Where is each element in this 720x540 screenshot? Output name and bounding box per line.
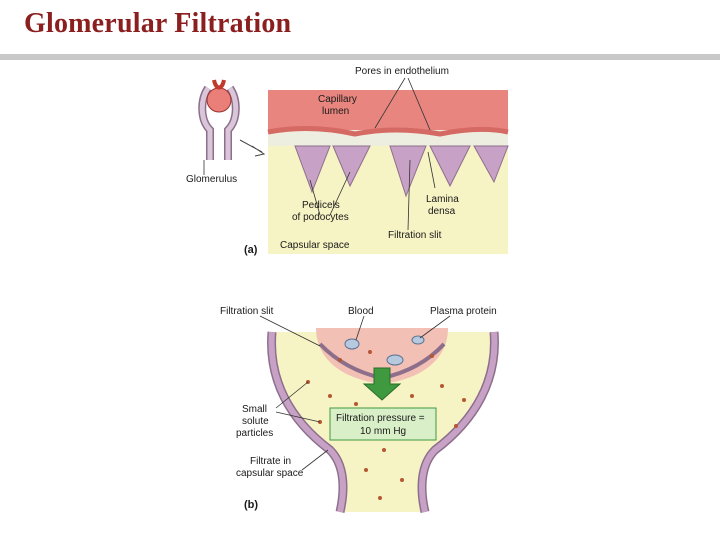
label-blood: Blood bbox=[348, 306, 374, 317]
filtration-pressure-arrow bbox=[362, 367, 402, 401]
label-pedicels: Pedicels bbox=[302, 200, 340, 211]
panel-b-filtration-pressure: Filtration pressure = 10 mm Hg Filtratio… bbox=[180, 300, 520, 520]
label-capillary-lumen: Capillary bbox=[318, 94, 357, 105]
label-small-solute-particles: particles bbox=[236, 428, 273, 439]
pedicel bbox=[473, 145, 509, 184]
label-pores-in-endothelium: Pores in endothelium bbox=[355, 66, 449, 77]
label-filtrate-capsular-space: capsular space bbox=[236, 468, 304, 479]
page-title: Glomerular Filtration bbox=[24, 8, 292, 39]
label-glomerulus: Glomerulus bbox=[186, 174, 237, 185]
lamina-densa-layer bbox=[268, 130, 508, 148]
panel-b-label: (b) bbox=[244, 499, 258, 511]
title-divider bbox=[0, 54, 720, 60]
plasma-protein bbox=[411, 335, 425, 345]
label-lamina-densa: Lamina bbox=[426, 194, 459, 205]
pedicel bbox=[389, 145, 427, 198]
pedicels-group bbox=[294, 145, 509, 198]
panel-b-diagram: Filtration pressure = 10 mm Hg Filtratio… bbox=[220, 306, 499, 513]
plasma-protein bbox=[386, 354, 404, 366]
filtration-pressure-box bbox=[329, 407, 437, 441]
label-filtration-slit: Filtration slit bbox=[388, 230, 442, 241]
label-lamina-densa: densa bbox=[428, 206, 456, 217]
label-filtration-slit: Filtration slit bbox=[220, 306, 274, 317]
filtration-pressure-text: Filtration pressure = bbox=[336, 413, 425, 424]
label-plasma-protein: Plasma protein bbox=[430, 306, 497, 317]
filtration-pressure-text: 10 mm Hg bbox=[360, 426, 406, 437]
label-small-solute-particles: Small bbox=[242, 404, 267, 415]
label-filtrate-capsular-space: Filtrate in bbox=[250, 456, 291, 467]
panel-a-diagram: Pores in endothelium Capillary lumen Glo… bbox=[186, 66, 509, 256]
pedicel bbox=[332, 145, 371, 188]
glomerulus-inset bbox=[198, 79, 266, 160]
solute-particles bbox=[306, 350, 466, 500]
panel-a-label: (a) bbox=[244, 244, 258, 256]
pedicel bbox=[294, 145, 331, 194]
label-capillary-lumen: lumen bbox=[322, 106, 349, 117]
plasma-protein bbox=[344, 338, 360, 350]
label-pedicels: of podocytes bbox=[292, 212, 349, 223]
label-capsular-space: Capsular space bbox=[280, 240, 350, 251]
label-small-solute-particles: solute bbox=[242, 416, 269, 427]
pedicel bbox=[429, 145, 471, 188]
panel-a-filtration-membrane: Pores in endothelium Capillary lumen Glo… bbox=[180, 60, 520, 260]
